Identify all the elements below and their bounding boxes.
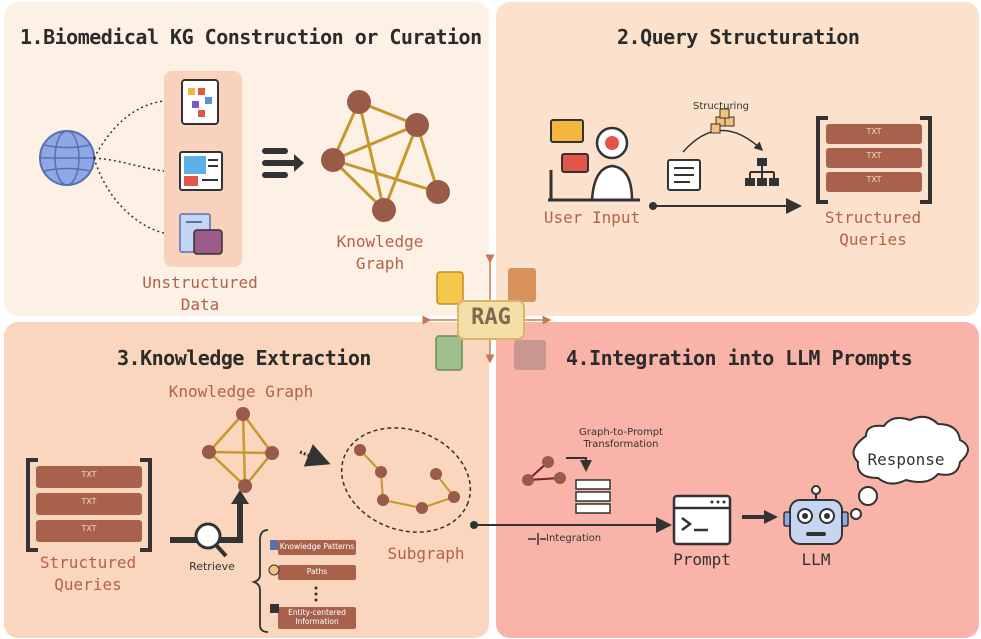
structuring-label: Structuring [692, 101, 750, 112]
structured-queries-stack-p3 [26, 458, 152, 552]
subgraph-label: Subgraph [387, 544, 465, 563]
panel-title-2: 2.Query Structuration [617, 25, 860, 49]
cubes-icon [710, 108, 735, 134]
graph-edge [332, 123, 418, 162]
graph-edge [332, 158, 439, 194]
graph-node [236, 407, 250, 421]
structured-queries-label-p3: Structured Queries [28, 552, 148, 596]
arrow-icon [262, 148, 304, 178]
graph-node [416, 502, 428, 514]
graph-node [238, 479, 252, 493]
subgraph-graph [354, 444, 460, 514]
graph-edge [208, 451, 246, 487]
label-line: Knowledge [336, 232, 424, 251]
llm-label: LLM [801, 550, 831, 569]
rag-label: RAG [471, 305, 511, 330]
graph-edge [208, 413, 244, 453]
txt-badge: TXT [866, 175, 882, 184]
prompt-window-icon [672, 494, 732, 546]
g2p-label: Graph-to-Prompt Transformation [566, 427, 676, 451]
arrow-icon [742, 510, 778, 524]
graph-node [426, 180, 450, 204]
knowledge-graph-label: Knowledge Graph [330, 231, 430, 275]
graph-node [347, 90, 371, 114]
kg-label-p3: Knowledge Graph [168, 382, 314, 401]
txt-badge: TXT [81, 497, 97, 506]
label-line: Structured [824, 208, 922, 227]
graph-node [321, 148, 345, 172]
cloud-icon [850, 415, 969, 520]
graph-node [448, 491, 460, 503]
globe-icon [39, 130, 95, 186]
graph-node [377, 494, 389, 506]
label-line: Entity-centered [288, 608, 346, 617]
graph-edge [208, 450, 273, 455]
response-label: Response [867, 450, 945, 469]
structured-queries-label-p2: Structured Queries [814, 207, 932, 251]
list-item [278, 607, 356, 629]
label-line: Information [295, 617, 339, 626]
label-line: Transformation [583, 439, 659, 450]
mini-graph-icon [522, 456, 566, 486]
graph-edge [244, 452, 273, 487]
graph-node [375, 466, 387, 478]
list-item-entity-info: Entity-centered Information [278, 608, 356, 626]
documents-icon [181, 79, 219, 125]
txt-badge: TXT [81, 524, 97, 533]
list-item-knowledge-patterns: Knowledge Patterns [279, 542, 355, 551]
label-line: Queries [839, 230, 907, 249]
graph-node [265, 446, 279, 460]
user-headset-icon [548, 119, 640, 202]
list-item [278, 540, 356, 555]
txt-badge: TXT [866, 127, 882, 136]
doc-icon [667, 159, 701, 191]
list-item [278, 565, 356, 580]
integration-label: Integration [546, 533, 602, 544]
graph-edge [241, 413, 247, 487]
label-line: Data [180, 295, 220, 314]
panel-title-3: 3.Knowledge Extraction [117, 346, 371, 370]
graph-node [354, 444, 366, 456]
label-line: Unstructured [142, 273, 258, 292]
graph-node [202, 445, 216, 459]
graph-edge [357, 101, 386, 211]
user-input-label: User Input [543, 208, 641, 227]
panel-title-1: 1.Biomedical KG Construction or Curation [20, 25, 482, 49]
txt-badge: TXT [81, 470, 97, 479]
graph-edge [382, 499, 423, 509]
knowledge-graph-p3 [202, 407, 279, 493]
integration-icon [528, 533, 546, 545]
hierarchy-icon [745, 158, 779, 186]
label-line: Structured [39, 553, 137, 572]
robot-icon [783, 485, 849, 545]
label-line: Queries [54, 575, 122, 594]
knowledge-graph-p1 [321, 90, 450, 222]
retrieve-label: Retrieve [189, 560, 235, 573]
graph-node [372, 198, 396, 222]
magnifier-icon [194, 522, 228, 558]
rag-hub [422, 254, 552, 371]
list-item-paths: Paths [306, 567, 328, 576]
label-line: Graph [355, 254, 405, 273]
files-icon [179, 213, 223, 255]
panel-title-4: 4.Integration into LLM Prompts [566, 346, 913, 370]
graph-edge [382, 124, 419, 211]
graph-edge [241, 413, 274, 454]
label-line: Graph-to-Prompt [579, 427, 663, 438]
media-icon [179, 151, 223, 191]
subgraph-boundary [340, 427, 472, 533]
structured-queries-stack-p2 [816, 116, 932, 204]
prompt-label: Prompt [673, 550, 731, 569]
unstructured-data-label: Unstructured Data [140, 272, 260, 316]
database-icon [575, 479, 611, 514]
txt-badge: TXT [866, 151, 882, 160]
graph-node [405, 113, 429, 137]
graph-node [430, 468, 442, 480]
